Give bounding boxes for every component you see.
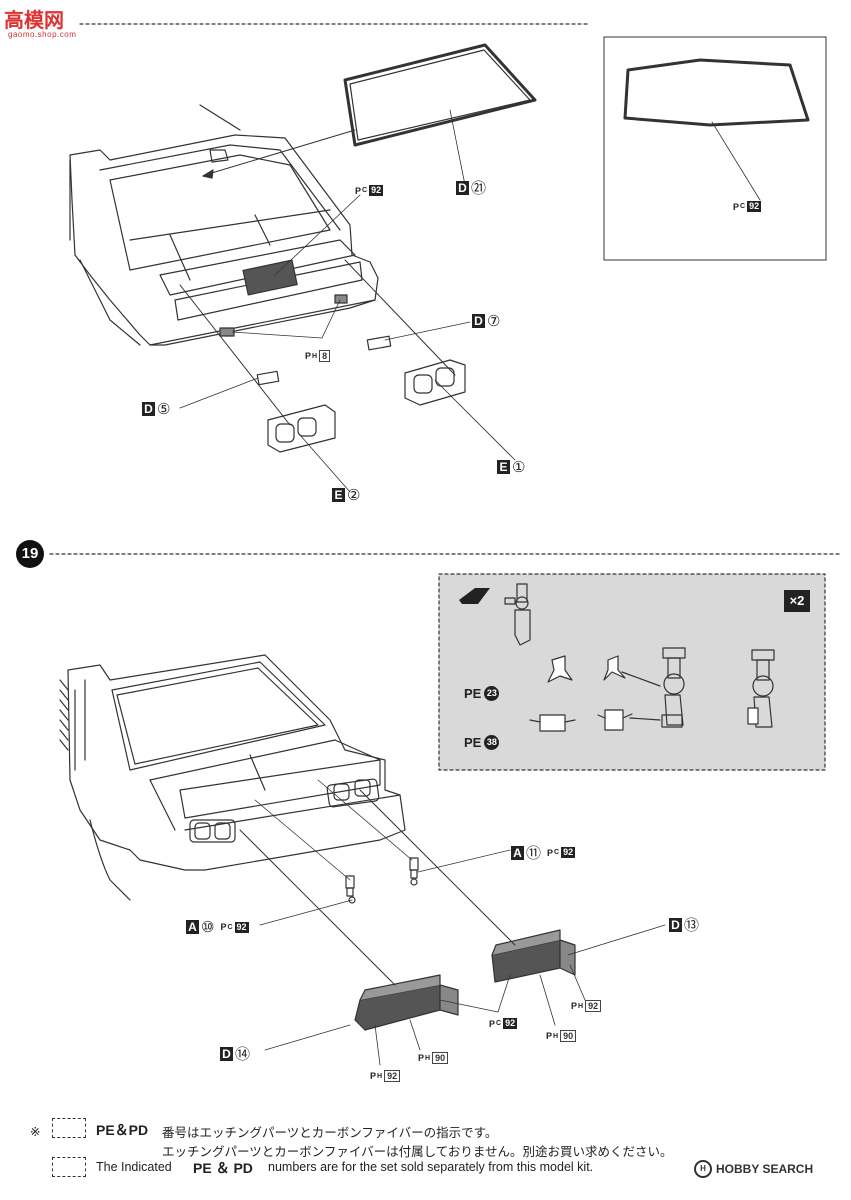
note-asterisk: ※ [30,1125,41,1139]
watermark-logo-sub: gaomo.shop.com [8,30,77,39]
detail-hinge-mid [661,647,686,728]
note-dashbox-2 [52,1157,86,1177]
detail-hinge-top [504,583,531,646]
watermark-logo: 高模网 [4,10,64,32]
multiplier-badge: ×2 [784,590,810,612]
hinge-a11 [409,857,419,886]
inset-box [603,36,827,261]
detail-pe38 [529,709,661,732]
step-number-badge: 19 [16,540,44,568]
garnish-d14 [354,974,459,1031]
note-en-mid: PE ＆ PD [193,1160,253,1176]
taillight-e1 [404,359,466,406]
hinge-a10 [345,875,356,904]
note-en-prefix: The Indicated [96,1160,172,1174]
upper-car-body [69,104,379,346]
note-jp-prefix: PE＆PD [96,1122,149,1138]
taillight-e2 [267,404,336,453]
hobby-search-icon: H [694,1160,712,1178]
pe-flag-icon [459,588,490,604]
lower-car-body [59,654,406,901]
detail-pe23 [547,655,661,687]
detail-hinge-final [747,649,775,728]
hobby-search-logo: H HOBBY SEARCH [694,1160,813,1178]
note-en-suffix: numbers are for the set sold separately … [268,1160,594,1174]
garnish-d13 [491,929,576,983]
rear-window-part [343,43,537,147]
note-jp-line2: エッチングパーツとカーボンファイバーは付属しておりません。別途お買い求めください… [162,1145,673,1159]
inset-window [623,58,810,127]
note-dashbox-1 [52,1118,86,1138]
note-jp-line1: 番号はエッチングパーツとカーボンファイバーの指示です。 [162,1126,498,1140]
detail-box [438,573,826,771]
